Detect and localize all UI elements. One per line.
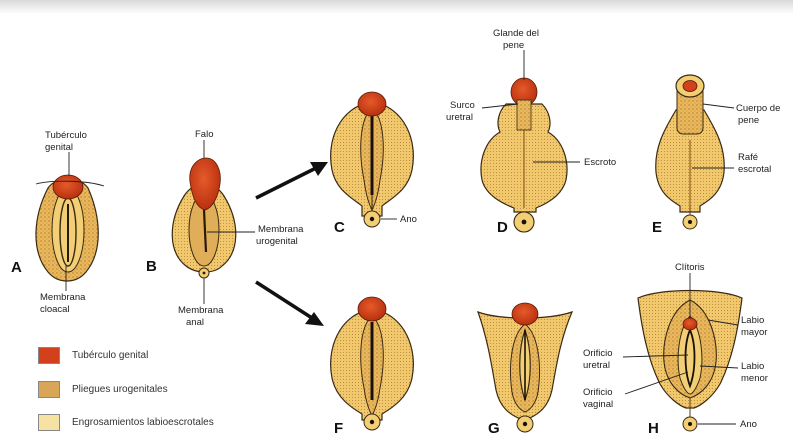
svg-text:uretral: uretral: [583, 360, 610, 371]
legend-swatch: [38, 381, 60, 398]
svg-text:Labio: Labio: [741, 361, 764, 372]
svg-text:Orificio: Orificio: [583, 348, 613, 359]
svg-text:uretral: uretral: [446, 112, 473, 123]
label-cuerpo-pene: Cuerpo de pene: [703, 103, 780, 126]
svg-text:Membrana: Membrana: [178, 305, 224, 316]
svg-text:Rafé: Rafé: [738, 152, 758, 163]
figure-f: [331, 297, 414, 430]
figure-letter-f: F: [334, 420, 343, 437]
legend-item-tuberculo-genital: Tubérculo genital: [38, 347, 148, 364]
figure-b: [172, 158, 236, 278]
svg-text:cloacal: cloacal: [40, 304, 70, 315]
figure-d: [481, 78, 567, 232]
legend-label: Engrosamientos labioescrotales: [72, 417, 214, 428]
legend-label: Tubérculo genital: [72, 350, 148, 361]
figure-letter-g: G: [488, 420, 500, 437]
figure-g: [478, 303, 572, 432]
svg-text:Glande del: Glande del: [493, 28, 539, 39]
figure-letter-d: D: [497, 219, 508, 236]
svg-text:Surco: Surco: [450, 100, 475, 111]
svg-text:anal: anal: [186, 317, 204, 328]
svg-text:escrotal: escrotal: [738, 164, 771, 175]
figure-letter-b: B: [146, 258, 157, 275]
svg-text:Membrana: Membrana: [258, 224, 304, 235]
svg-text:vaginal: vaginal: [583, 399, 613, 410]
svg-text:Tubérculo: Tubérculo: [45, 130, 87, 141]
arrow-to-female: [256, 282, 324, 326]
figure-letter-e: E: [652, 219, 662, 236]
label-tuberculo-genital: Tubérculo genital: [45, 130, 87, 176]
svg-text:pene: pene: [503, 40, 524, 51]
svg-text:Falo: Falo: [195, 129, 213, 140]
svg-text:Membrana: Membrana: [40, 292, 86, 303]
svg-text:pene: pene: [738, 115, 759, 126]
figure-e: [656, 75, 725, 229]
svg-text:Escroto: Escroto: [584, 157, 616, 168]
legend-item-engrosamientos: Engrosamientos labioescrotales: [38, 414, 214, 431]
figure-letter-c: C: [334, 219, 345, 236]
svg-text:urogenital: urogenital: [256, 236, 298, 247]
label-glande: Glande del pene: [493, 28, 539, 80]
svg-text:Ano: Ano: [400, 214, 417, 225]
legend-item-pliegues-urogenitales: Pliegues urogenitales: [38, 381, 168, 398]
legend-swatch: [38, 414, 60, 431]
svg-text:Labio: Labio: [741, 315, 764, 326]
arrow-to-male: [256, 162, 328, 198]
svg-text:Ano: Ano: [740, 419, 757, 430]
legend-label: Pliegues urogenitales: [72, 384, 168, 395]
svg-text:genital: genital: [45, 142, 73, 153]
label-membrana-anal: Membrana anal: [178, 278, 224, 328]
svg-text:menor: menor: [741, 373, 768, 384]
label-falo: Falo: [195, 129, 213, 158]
figure-letter-h: H: [648, 420, 659, 437]
svg-text:Clítoris: Clítoris: [675, 262, 705, 273]
legend-swatch: [38, 347, 60, 364]
label-ano-h: Ano: [698, 419, 757, 430]
figure-letter-a: A: [11, 259, 22, 276]
svg-text:mayor: mayor: [741, 327, 767, 338]
svg-text:Orificio: Orificio: [583, 387, 613, 398]
figure-c: [331, 92, 414, 227]
svg-text:Cuerpo de: Cuerpo de: [736, 103, 780, 114]
figure-a: [36, 175, 104, 281]
label-ano-c: Ano: [381, 214, 417, 225]
